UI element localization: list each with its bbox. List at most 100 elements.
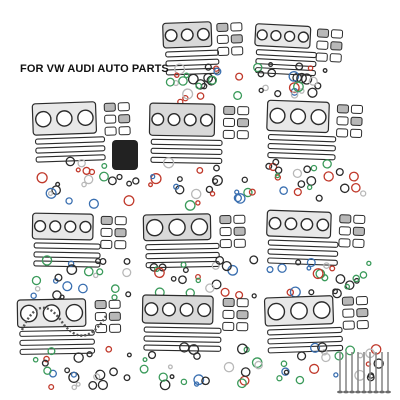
- o-ring-seal: [31, 275, 42, 286]
- o-ring-seal: [52, 290, 62, 300]
- o-ring-seal: [373, 358, 384, 369]
- small-gasket: [223, 105, 236, 115]
- valve-head: [343, 390, 349, 394]
- small-gasket: [94, 300, 107, 310]
- cylinder-bore: [35, 110, 52, 128]
- strip-gasket: [267, 239, 339, 248]
- o-ring-seal: [196, 166, 204, 174]
- o-ring-seal: [48, 383, 55, 391]
- strip-gasket: [165, 58, 220, 67]
- o-ring-seal: [321, 352, 331, 363]
- o-ring-seal: [195, 277, 202, 284]
- o-ring-seal: [205, 283, 215, 293]
- head-gasket: [141, 294, 214, 325]
- o-ring-seal: [180, 378, 188, 386]
- cylinder-bore: [151, 112, 165, 126]
- o-ring-seal: [240, 367, 251, 377]
- o-ring-seal: [193, 352, 201, 360]
- o-ring-seal: [280, 360, 288, 368]
- o-ring-seal: [317, 342, 328, 353]
- o-ring-seal: [241, 176, 249, 184]
- small-gasket: [336, 128, 349, 138]
- o-ring-seal: [262, 84, 269, 92]
- strip-gasket: [145, 251, 220, 260]
- strip-gasket: [150, 147, 223, 156]
- o-ring-seal: [179, 342, 190, 353]
- o-ring-seal: [182, 267, 189, 274]
- o-ring-seal: [308, 76, 318, 86]
- o-ring-seal: [251, 293, 257, 299]
- valve-head: [361, 390, 367, 394]
- cylinder-bore: [64, 220, 77, 233]
- small-gasket: [231, 46, 244, 56]
- o-ring-seal: [306, 258, 316, 268]
- o-ring-seal: [314, 82, 322, 90]
- cylinder-bore: [284, 30, 296, 42]
- strip-gasket: [19, 347, 96, 355]
- o-ring-seal: [295, 62, 304, 71]
- o-ring-seal: [303, 165, 312, 174]
- o-ring-seal: [73, 352, 84, 363]
- o-ring-seal: [235, 290, 244, 300]
- cylinder-bore: [19, 304, 38, 323]
- o-ring-seal: [322, 68, 328, 73]
- cylinder-bore: [312, 301, 331, 319]
- o-ring-seal: [109, 367, 118, 377]
- small-gasket: [217, 46, 230, 56]
- o-ring-seal: [169, 374, 175, 380]
- o-ring-seal: [339, 183, 350, 194]
- o-ring-seal: [65, 197, 73, 205]
- valve-head: [385, 390, 391, 394]
- o-ring-seal: [211, 175, 223, 187]
- o-ring-seal: [126, 352, 132, 358]
- small-gasket: [338, 226, 351, 236]
- cylinder-bore: [164, 28, 178, 42]
- gasket-set-panel: [162, 21, 244, 106]
- o-ring-seal: [142, 357, 148, 363]
- o-ring-seal: [154, 267, 165, 279]
- valve-head: [355, 390, 361, 394]
- small-gasket: [219, 227, 232, 237]
- o-ring-seal: [367, 372, 375, 379]
- small-gasket: [219, 215, 232, 225]
- strip-gasket: [143, 344, 222, 352]
- o-ring-seal: [201, 376, 210, 386]
- o-ring-seal: [266, 265, 274, 274]
- o-ring-seal: [111, 294, 118, 301]
- o-ring-seal: [243, 187, 253, 198]
- strip-gasket: [255, 58, 317, 68]
- o-ring-seal: [174, 72, 180, 78]
- o-ring-seal: [253, 62, 263, 73]
- small-gasket: [336, 104, 350, 114]
- o-ring-seal: [59, 294, 65, 300]
- o-ring-seal: [296, 351, 307, 361]
- o-ring-seal: [173, 183, 180, 190]
- o-ring-seal: [265, 162, 273, 170]
- cylinder-bore: [168, 218, 186, 237]
- strip-gasket: [145, 242, 220, 251]
- o-ring-seal: [41, 255, 53, 266]
- gasket-set-panel: [263, 295, 384, 385]
- small-gasket: [114, 240, 127, 250]
- cylinder-bore: [270, 29, 282, 42]
- o-ring-seal: [258, 87, 264, 94]
- o-ring-seal: [94, 369, 106, 381]
- valve-head: [337, 390, 343, 394]
- small-gasket: [236, 310, 249, 320]
- cylinder-bore: [77, 109, 94, 127]
- cylinder-bore: [197, 302, 212, 318]
- cylinder-bore: [199, 113, 213, 127]
- o-ring-seal: [274, 172, 281, 179]
- small-gasket: [108, 311, 121, 321]
- o-ring-seal: [221, 260, 232, 272]
- o-ring-seal: [34, 285, 41, 292]
- small-gasket: [339, 214, 352, 224]
- o-ring-seal: [329, 265, 336, 272]
- o-ring-seal: [105, 345, 113, 353]
- head-gasket: [148, 102, 216, 137]
- gasket-set-panel: [253, 23, 344, 99]
- strip-gasket: [143, 326, 222, 334]
- o-ring-seal: [215, 255, 225, 265]
- o-ring-seal: [122, 267, 132, 278]
- o-ring-seal: [281, 367, 290, 376]
